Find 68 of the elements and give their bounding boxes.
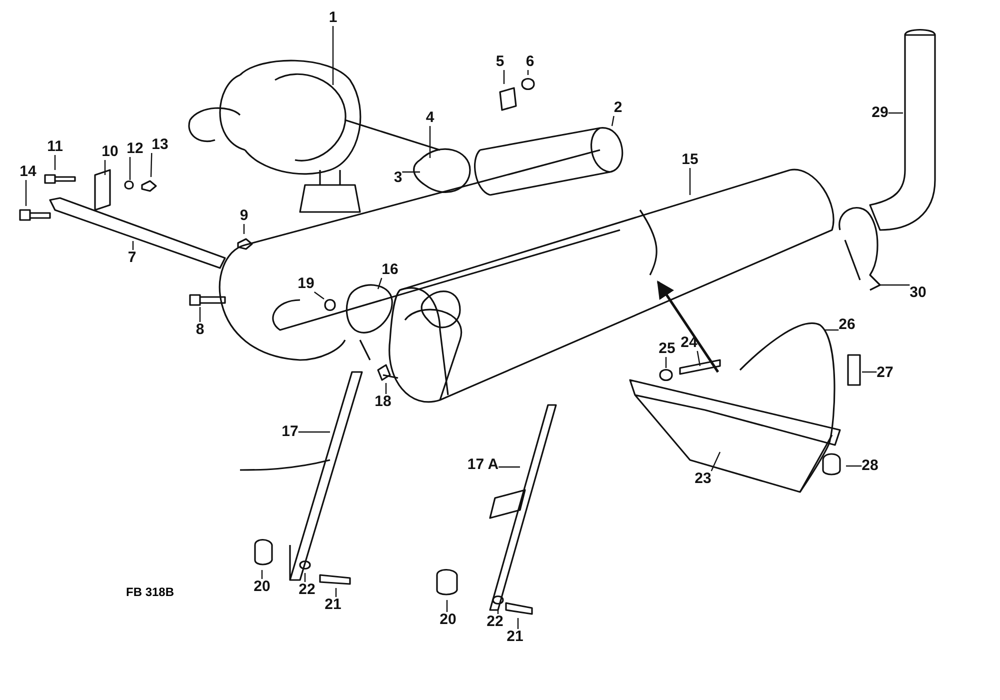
leader-line <box>385 383 387 394</box>
leader-line <box>335 588 337 597</box>
callout-number: 25 <box>658 341 676 357</box>
leader-line <box>710 452 721 472</box>
leader-line <box>150 152 152 178</box>
leader-line <box>497 609 499 614</box>
leader-line <box>132 241 134 250</box>
leader-line <box>304 573 306 582</box>
callout-number: 8 <box>196 322 204 338</box>
leader-line <box>825 329 839 331</box>
leader-line <box>261 570 263 579</box>
callout-number: 21 <box>324 597 342 613</box>
callout-number: 26 <box>838 317 856 333</box>
leader-line <box>199 307 201 322</box>
callout-number: 17 A <box>467 457 499 473</box>
leader-line <box>611 116 614 126</box>
callout-number: 1 <box>328 10 338 26</box>
leader-line <box>377 278 382 290</box>
leader-line <box>25 180 27 206</box>
callout-number: 27 <box>876 365 894 381</box>
callout-number: 30 <box>910 285 926 301</box>
callout-number: 4 <box>426 110 434 126</box>
callout-number: 22 <box>298 582 316 598</box>
leader-line <box>888 112 903 114</box>
leader-line <box>446 600 448 612</box>
leader-line <box>129 157 131 180</box>
leader-line <box>314 292 324 300</box>
callout-number: 29 <box>872 105 888 121</box>
leader-line <box>243 224 245 234</box>
leader-line <box>862 371 877 373</box>
leader-line <box>498 466 520 468</box>
leader-line <box>104 160 106 175</box>
callout-number: 16 <box>382 262 398 278</box>
callout-number: 15 <box>682 152 698 168</box>
callout-number: 6 <box>526 54 534 70</box>
callout-number: 28 <box>862 458 878 474</box>
leader-line <box>429 126 431 158</box>
callout-number: 12 <box>126 141 144 157</box>
leader-line <box>527 70 529 75</box>
callout-number: 13 <box>152 137 168 153</box>
callout-number: 2 <box>614 100 622 116</box>
callout-number: 17 <box>282 424 298 440</box>
leader-line <box>54 155 56 170</box>
leader-line <box>689 168 691 195</box>
callout-number: 14 <box>20 164 36 180</box>
drawing-number: FB 318B <box>126 585 174 599</box>
leader-line <box>880 284 910 286</box>
callout-number: 10 <box>102 144 118 160</box>
leader-line <box>332 26 334 85</box>
callout-number: 5 <box>496 54 504 70</box>
leader-line <box>696 350 701 366</box>
callout-number: 20 <box>440 612 456 628</box>
callout-number: 20 <box>254 579 270 595</box>
callout-number: 7 <box>128 250 136 266</box>
callout-number: 21 <box>506 629 524 645</box>
callout-number: 11 <box>47 139 63 155</box>
leader-line <box>298 431 330 433</box>
callout-number: 23 <box>694 471 712 487</box>
callout-number: 22 <box>486 614 504 630</box>
leader-line <box>402 171 420 173</box>
leader-line <box>517 618 519 629</box>
leader-line <box>665 357 667 368</box>
leader-line <box>846 465 862 467</box>
callout-number: 19 <box>298 276 314 292</box>
callout-number: 9 <box>240 208 248 224</box>
leader-line <box>503 70 505 84</box>
callout-number: 18 <box>374 394 392 410</box>
callout-number: 3 <box>394 170 402 186</box>
